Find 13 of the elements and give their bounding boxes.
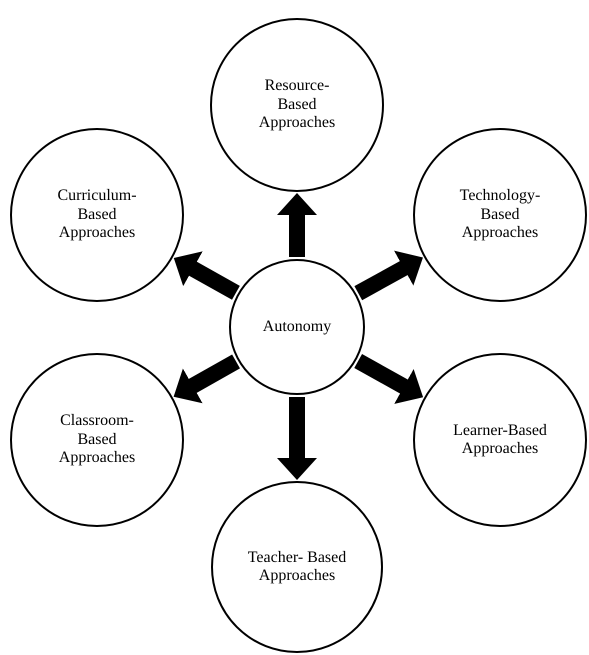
block-arrow <box>354 250 423 300</box>
node-label: Teacher- Based Approaches <box>246 548 348 586</box>
block-arrow <box>277 397 317 480</box>
node-label: Autonomy <box>262 318 332 336</box>
block-arrow <box>277 193 317 257</box>
node-label: Classroom- Based Approaches <box>58 412 136 468</box>
node-label: Technology- Based Approaches <box>458 187 542 243</box>
node-label: Curriculum- Based Approaches <box>56 187 138 243</box>
block-arrow <box>174 354 240 404</box>
node-label: Resource- Based Approaches <box>258 77 336 133</box>
block-arrow <box>174 251 240 300</box>
node-label: Learner-Based Approaches <box>452 422 548 458</box>
block-arrow <box>354 354 424 404</box>
